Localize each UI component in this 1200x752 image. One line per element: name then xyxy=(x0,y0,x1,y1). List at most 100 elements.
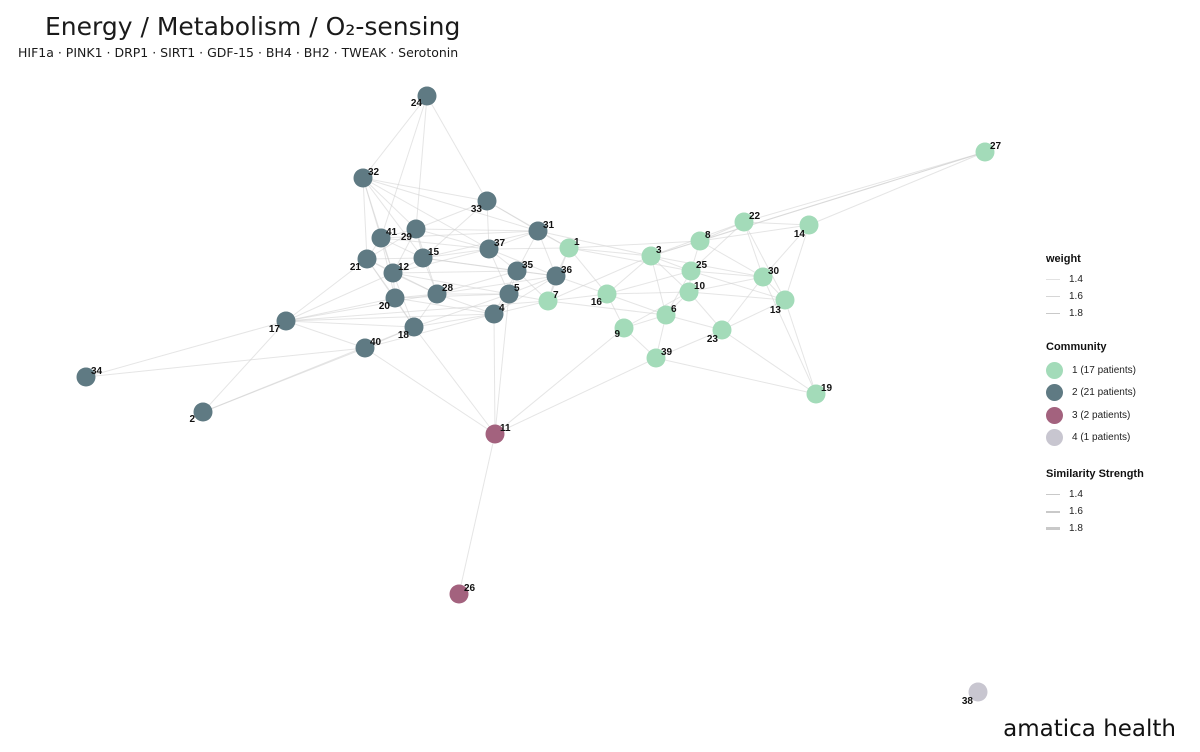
node-6[interactable] xyxy=(656,305,676,325)
node-label-2: 2 xyxy=(189,414,195,425)
node-layer: 1234567891011121314151617181920212223242… xyxy=(76,86,1002,707)
node-1[interactable] xyxy=(559,238,579,258)
edge-17-20 xyxy=(285,297,396,322)
node-14[interactable] xyxy=(799,215,819,235)
node-32[interactable] xyxy=(353,168,373,188)
edge-10-30 xyxy=(688,276,764,293)
edge-31-3 xyxy=(537,230,652,257)
node-9[interactable] xyxy=(614,318,634,338)
node-36[interactable] xyxy=(546,266,566,286)
edge-17-21 xyxy=(285,258,368,322)
node-4[interactable] xyxy=(484,304,504,324)
edge-15-31 xyxy=(422,230,539,259)
edge-23-39 xyxy=(655,329,723,359)
edge-24-32 xyxy=(362,95,428,179)
node-23[interactable] xyxy=(712,320,732,340)
node-label-25: 25 xyxy=(696,260,708,271)
node-40[interactable] xyxy=(355,338,375,358)
node-label-19: 19 xyxy=(821,383,833,394)
node-30[interactable] xyxy=(753,267,773,287)
node-2[interactable] xyxy=(193,402,213,422)
node-12[interactable] xyxy=(383,263,403,283)
edge-32-21 xyxy=(362,177,368,260)
node-10[interactable] xyxy=(679,282,699,302)
edge-12-37 xyxy=(392,248,490,274)
legend-weight-line xyxy=(1046,279,1060,280)
edge-17-4 xyxy=(285,313,495,322)
node-3[interactable] xyxy=(641,246,661,266)
node-20[interactable] xyxy=(385,288,405,308)
node-41[interactable] xyxy=(371,228,391,248)
node-33[interactable] xyxy=(477,191,497,211)
node-label-36: 36 xyxy=(561,265,573,276)
edge-19-23 xyxy=(721,329,817,395)
node-35[interactable] xyxy=(507,261,527,281)
legend-community: Community 1 (17 patients) 2 (21 patients… xyxy=(1046,341,1136,449)
node-31[interactable] xyxy=(528,221,548,241)
node-15[interactable] xyxy=(413,248,433,268)
edge-19-13 xyxy=(784,299,817,395)
node-17[interactable] xyxy=(276,311,296,331)
edge-17-40 xyxy=(285,320,366,349)
legend-strength-label: 1.4 xyxy=(1069,489,1083,500)
node-29[interactable] xyxy=(406,219,426,239)
node-5[interactable] xyxy=(499,284,519,304)
node-28[interactable] xyxy=(427,284,447,304)
legend-weight-item: 1.8 xyxy=(1046,305,1083,322)
node-27[interactable] xyxy=(975,142,995,162)
node-37[interactable] xyxy=(479,239,499,259)
edge-11-5 xyxy=(494,293,510,435)
edge-32-31 xyxy=(362,177,539,232)
edge-8-14 xyxy=(699,224,810,242)
edge-34-40 xyxy=(85,347,366,378)
node-39[interactable] xyxy=(646,348,666,368)
edge-19-39 xyxy=(655,357,817,395)
legend-community-item: 1 (17 patients) xyxy=(1046,359,1136,382)
edge-20-4 xyxy=(394,297,495,315)
legend-strength-line xyxy=(1046,527,1060,530)
node-label-41: 41 xyxy=(386,227,398,238)
node-label-3: 3 xyxy=(656,245,662,256)
node-8[interactable] xyxy=(690,231,710,251)
node-label-21: 21 xyxy=(350,262,362,273)
edge-19-30 xyxy=(762,276,817,395)
node-label-11: 11 xyxy=(500,423,511,434)
edge-24-33 xyxy=(426,95,488,202)
node-label-12: 12 xyxy=(398,262,410,273)
node-label-22: 22 xyxy=(749,211,761,222)
edge-4-40 xyxy=(364,313,495,349)
node-11[interactable] xyxy=(485,424,505,444)
node-38[interactable] xyxy=(968,682,988,702)
node-16[interactable] xyxy=(597,284,617,304)
node-22[interactable] xyxy=(734,212,754,232)
edge-16-6 xyxy=(606,293,667,316)
node-label-27: 27 xyxy=(990,141,1002,152)
node-34[interactable] xyxy=(76,367,96,387)
chart-title: Energy / Metabolism / O₂-sensing xyxy=(45,12,461,41)
node-25[interactable] xyxy=(681,261,701,281)
edge-41-31 xyxy=(380,230,539,239)
edge-27-14 xyxy=(808,151,986,226)
edge-28-4 xyxy=(436,293,495,315)
edge-25-13 xyxy=(690,270,786,301)
legend-strength-line xyxy=(1046,494,1060,495)
legend-weight-item: 1.6 xyxy=(1046,288,1083,305)
node-7[interactable] xyxy=(538,291,558,311)
edge-7-6 xyxy=(547,300,667,316)
legend-community-item: 4 (1 patients) xyxy=(1046,427,1136,450)
edge-2-17 xyxy=(202,320,287,413)
node-24[interactable] xyxy=(417,86,437,106)
edge-36-4 xyxy=(493,275,557,315)
node-21[interactable] xyxy=(357,249,377,269)
node-label-30: 30 xyxy=(768,266,780,277)
node-26[interactable] xyxy=(449,584,469,604)
node-label-4: 4 xyxy=(499,303,505,314)
edge-16-10 xyxy=(606,291,690,295)
node-18[interactable] xyxy=(404,317,424,337)
community-swatch xyxy=(1046,429,1063,447)
edge-29-21 xyxy=(366,228,417,260)
node-19[interactable] xyxy=(806,384,826,404)
edge-2-18 xyxy=(202,326,415,413)
node-13[interactable] xyxy=(775,290,795,310)
